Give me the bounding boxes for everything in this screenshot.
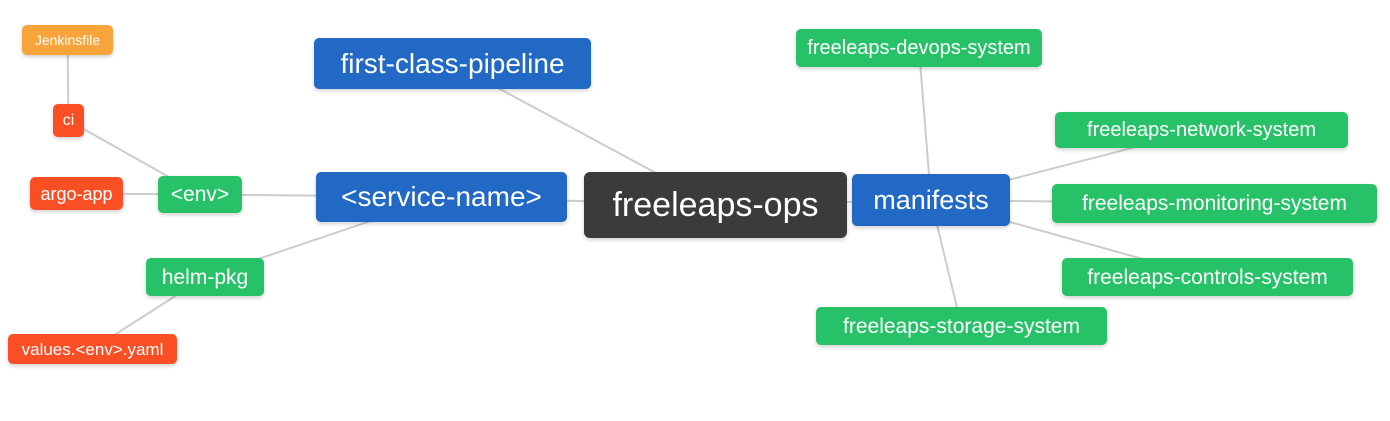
node-freeleaps-storage-system[interactable]: freeleaps-storage-system [816,307,1107,345]
node-freeleaps-controls-system[interactable]: freeleaps-controls-system [1062,258,1353,296]
node-service-name[interactable]: <service-name> [316,172,567,222]
node-manifests[interactable]: manifests [852,174,1010,226]
node-freeleaps-devops-system[interactable]: freeleaps-devops-system [796,29,1042,67]
node-ci[interactable]: ci [53,104,84,137]
node-helm-pkg[interactable]: helm-pkg [146,258,264,296]
node-freeleaps-monitoring-system[interactable]: freeleaps-monitoring-system [1052,184,1377,223]
node-freeleaps-network-system[interactable]: freeleaps-network-system [1055,112,1348,148]
node-values-env-yaml[interactable]: values.<env>.yaml [8,334,177,364]
node-argo-app[interactable]: argo-app [30,177,123,210]
node-jenkinsfile[interactable]: Jenkinsfile [22,25,113,55]
node-first-class-pipeline[interactable]: first-class-pipeline [314,38,591,89]
node-freeleaps-ops[interactable]: freeleaps-ops [584,172,847,238]
node-env[interactable]: <env> [158,176,242,213]
